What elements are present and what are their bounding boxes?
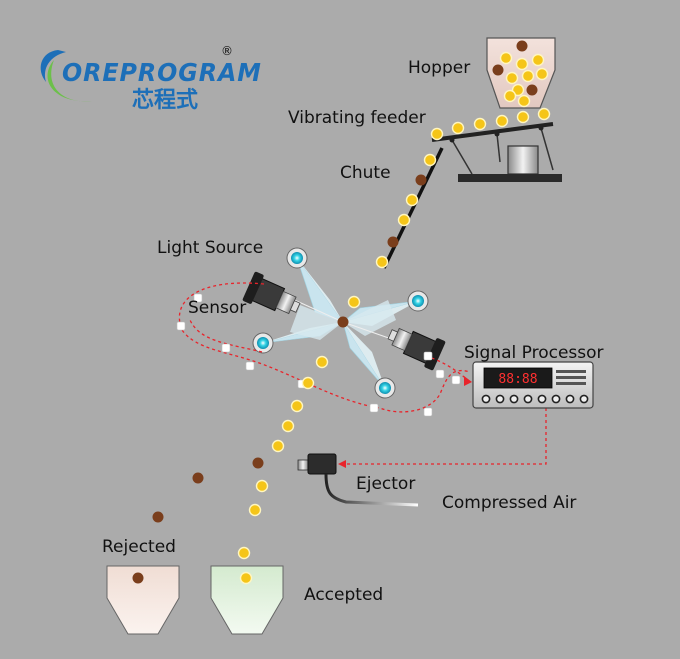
accepted-particle <box>537 107 551 121</box>
accepted-particle <box>505 71 519 85</box>
accepted-particle <box>397 213 411 227</box>
rejected-bin <box>106 565 180 635</box>
rejected-particle <box>337 316 349 328</box>
hopper <box>486 37 556 109</box>
accepted-particle <box>347 295 361 309</box>
feeder-tray <box>431 122 554 142</box>
rejected-particle <box>526 84 538 96</box>
hopper-contents <box>492 40 549 108</box>
ejector <box>297 453 419 507</box>
logo-swoosh-green <box>47 60 92 102</box>
label-sensor: Sensor <box>188 298 247 318</box>
accepted-particle <box>423 153 437 167</box>
accepted-particle <box>517 94 531 108</box>
accepted-bin <box>210 565 284 635</box>
light-beams <box>262 257 419 389</box>
processor-display <box>483 367 553 389</box>
processor-readout: 88:88 <box>498 372 537 387</box>
accepted-particle <box>375 255 389 269</box>
label-ejector: Ejector <box>356 474 416 494</box>
light-lamps <box>252 247 429 399</box>
accepted-particle <box>503 89 517 103</box>
rejected-particle <box>192 472 204 484</box>
signal-processor: 88:88 <box>472 361 594 409</box>
label-chute: Chute <box>340 163 391 183</box>
label-hopper: Hopper <box>408 58 471 78</box>
feeder-drive-unit <box>507 145 539 175</box>
logo-brand: OREPROGRAM <box>62 58 262 87</box>
accepted-particle <box>315 355 329 369</box>
accepted-particle <box>301 376 315 390</box>
accepted-particle <box>281 419 295 433</box>
accepted-particle <box>271 439 285 453</box>
accepted-particle <box>430 127 444 141</box>
label-vibrating-feeder: Vibrating feeder <box>288 108 426 128</box>
rejected-particle <box>252 457 264 469</box>
signal-to-ejector <box>342 408 547 465</box>
material-particles <box>132 107 551 585</box>
processor-buttons <box>481 394 589 404</box>
logo-trademark: ® <box>221 44 233 58</box>
chute <box>382 147 444 269</box>
feeder-leg-right <box>540 127 554 171</box>
rejected-particle <box>387 236 399 248</box>
accepted-particle <box>531 53 545 67</box>
accepted-particle <box>239 571 253 585</box>
ejector-body <box>307 453 337 475</box>
rejected-particle <box>132 572 144 584</box>
accepted-particle <box>495 114 509 128</box>
rejected-particle <box>152 511 164 523</box>
compressed-air-line <box>324 473 419 507</box>
accepted-particle <box>516 110 530 124</box>
label-accepted: Accepted <box>304 585 384 605</box>
vibrating-feeder <box>431 122 562 182</box>
label-rejected: Rejected <box>102 537 176 557</box>
rejected-particle <box>516 40 528 52</box>
logo <box>40 50 92 102</box>
accepted-particle <box>473 117 487 131</box>
label-signal-processor: Signal Processor <box>464 343 604 363</box>
sensor-camera-right <box>387 327 446 371</box>
feeder-leg-mid <box>496 133 501 163</box>
feeder-leg-left <box>451 139 473 175</box>
label-compressed-air: Compressed Air <box>442 493 577 513</box>
accepted-particle <box>255 479 269 493</box>
sensor-camera-left <box>242 271 301 315</box>
feeder-base <box>458 174 562 182</box>
rejected-particle <box>492 64 504 76</box>
logo-swoosh-blue <box>40 50 66 82</box>
accepted-particle <box>290 399 304 413</box>
logo-chinese: 芯程式 <box>132 88 199 113</box>
accepted-particle <box>237 546 251 560</box>
accepted-particle <box>248 503 262 517</box>
rejected-particle <box>415 174 427 186</box>
accepted-particle <box>405 193 419 207</box>
accepted-particle <box>451 121 465 135</box>
label-light-source: Light Source <box>157 238 264 258</box>
accepted-particle <box>515 57 529 71</box>
accepted-particle <box>521 69 535 83</box>
accepted-particle <box>499 51 513 65</box>
accepted-particle <box>535 67 549 81</box>
